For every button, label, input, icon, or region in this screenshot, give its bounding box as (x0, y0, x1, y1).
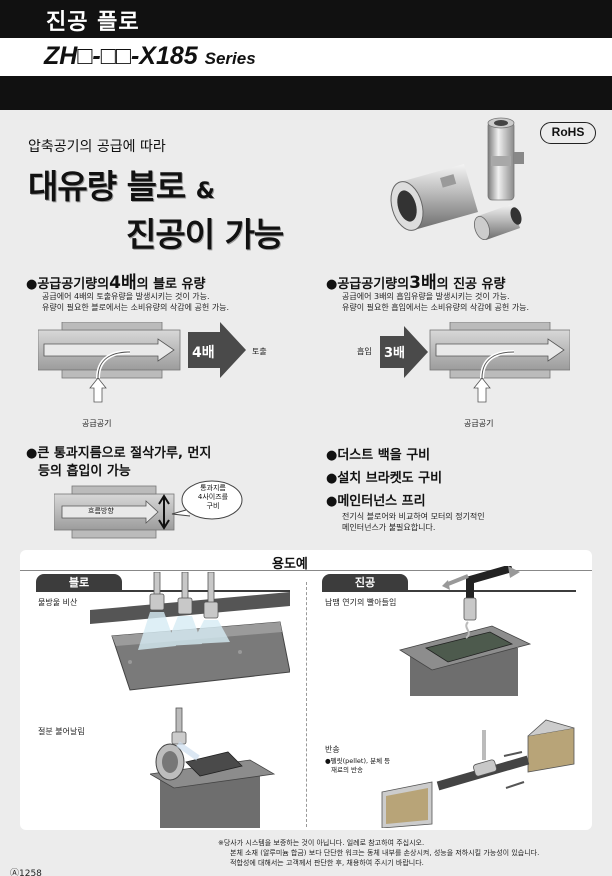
feature-list-item-1: ●더스트 백을 구비 (326, 448, 431, 463)
feature-vacuum-head-post: 의 진공 유량 (436, 277, 506, 292)
feature-list-desc-2: 메인터넌스가 불필요합니다. (342, 523, 436, 532)
uses-vacuum-tab: 진공 (322, 574, 408, 591)
product-large (390, 164, 478, 231)
vacuum-flow-arrow (435, 338, 565, 362)
uses-blow-tab: 블로 (36, 574, 122, 591)
blow-supply-arrow (89, 377, 107, 403)
use-blow-1-illustration (90, 572, 290, 691)
bore-callout-bubble (181, 480, 243, 520)
headline-amp: & (195, 179, 215, 204)
blow-multiplier-label: 4배 (192, 345, 215, 361)
blow-out-label: 토출 (252, 347, 267, 356)
product-small (473, 204, 522, 241)
bore-callout-line-1: 통과지름 (200, 484, 226, 492)
footer-line-1: ※당사가 시스템을 보증하는 것이 아닙니다. 일례로 참고하여 주십시오. (218, 839, 425, 847)
vacuum-diagram (380, 322, 570, 403)
feature-vacuum-head-pre: ●공급공기량의 (326, 277, 410, 292)
headline-line-1: 대유량 블로 & (28, 160, 215, 208)
uses-blow-tab-rule (36, 590, 290, 592)
blow-supply-label: 공급공기 (82, 419, 112, 428)
feature-blow-desc-2: 유량이 필요한 블로에서는 소비유량의 삭감에 공헌 가능. (42, 303, 230, 312)
uses-divider (306, 582, 307, 827)
blow-flow-arrow (43, 338, 175, 362)
feature-vacuum-heading: ●공급공기량의3배의 진공 유량 (326, 268, 505, 293)
feature-vacuum-head-big: 3배 (409, 273, 437, 293)
uses-title: 용도예 (272, 557, 308, 572)
intro-kicker: 압축공기의 공급에 따라 (28, 139, 166, 155)
feature-blow-heading: ●공급공기량의4배의 블로 유량 (26, 268, 205, 293)
use-vac-2-desc-1: ●펠릿(pellet), 분체 등 (325, 757, 391, 765)
use-vac-2-desc-2: 재료의 반송 (331, 766, 363, 774)
vacuum-supply-arrow (473, 377, 491, 403)
feature-list-desc-1: 전기식 블로어와 비교하여 모터의 정기적인 (342, 512, 485, 521)
use-vac-2-title: 반송 (325, 745, 340, 754)
footer-notes: ※당사가 시스템을 보증하는 것이 아닙니다. 일례로 참고하여 주십시오. 본… (218, 838, 539, 868)
feature-blow-desc-1: 공급에어 4배의 토출유량을 발생시키는 것이 가능. (42, 292, 210, 301)
use-vac-2-illustration (381, 719, 575, 828)
bore-callout-line-3: 구비 (206, 502, 220, 510)
feature-list-item-2: ●설치 브라켓도 구비 (326, 471, 443, 486)
use-vac-1-illustration (399, 566, 532, 696)
feature-blow-head-big: 4배 (109, 273, 137, 293)
use-blow-2-illustration (150, 707, 276, 828)
series-code: ZH□-□□-X185 (44, 42, 198, 70)
series-title: ZH□-□□-X185 Series (44, 42, 256, 71)
bore-flow-label: 흐름방향 (88, 507, 114, 515)
blow-diagram (38, 322, 246, 403)
uses-vacuum-tab-rule (322, 590, 576, 592)
series-word: Series (204, 49, 256, 68)
series-band (0, 38, 612, 76)
page-title: 진공 플로 (46, 10, 140, 35)
rohs-badge: RoHS (540, 122, 596, 144)
feature-vacuum-desc-2: 유량이 필요한 흡입에서는 소비유량의 삭감에 공헌 가능. (342, 303, 530, 312)
product-photo (390, 117, 524, 241)
vacuum-multiplier-label: 3배 (384, 346, 406, 361)
page-number: Ⓐ1258 (10, 869, 42, 876)
headline-1a: 대유량 블로 (28, 167, 186, 206)
bore-callout-text: 통과지름 4사이즈를 구비 (190, 484, 236, 511)
feature-bore-heading-1: ●큰 통과지름으로 절삭가루, 먼지 (26, 446, 212, 461)
blow-multiplier-arrow (188, 322, 246, 378)
vacuum-supply-label: 공급공기 (464, 419, 494, 428)
bore-size-arrow (158, 494, 170, 530)
header-band-top (0, 0, 612, 38)
feature-blow-head-post: 의 블로 유량 (136, 277, 206, 292)
vacuum-in-label: 흡입 (357, 347, 372, 356)
bore-diagram (54, 480, 243, 539)
use-vac-2-desc: ●펠릿(pellet), 분체 등 재료의 반송 (325, 757, 390, 775)
vacuum-multiplier-arrow (380, 326, 428, 378)
product-vertical (487, 117, 524, 201)
footer-line-2: 본체 소재 (알루미늄 합금) 보다 단단한 워크는 동체 내부를 손상시켜, … (230, 849, 540, 857)
feature-vacuum-desc-1: 공급에어 3배의 흡입유량을 발생시키는 것이 가능. (342, 292, 510, 301)
bore-callout-line-2: 4사이즈를 (197, 493, 229, 501)
use-blow-1-label: 물방울 비산 (38, 598, 78, 607)
headline-line-2: 진공이 가능 (126, 215, 284, 254)
footer-line-3: 적합성에 대해서는 고객께서 판단한 후, 채용하여 주시기 바랍니다. (230, 859, 424, 867)
uses-title-rule (20, 570, 592, 571)
feature-blow-head-pre: ●공급공기량의 (26, 277, 110, 292)
bore-flow-arrow (61, 500, 159, 524)
feature-bore-heading-2: 등의 흡입이 가능 (38, 464, 131, 479)
use-vac-1-label: 납땜 연기의 빨아들임 (325, 598, 397, 607)
feature-list-item-3: ●메인터넌스 프리 (326, 494, 426, 509)
use-blow-2-label: 절분 불어날림 (38, 727, 85, 736)
header-band-bottom (0, 76, 612, 110)
